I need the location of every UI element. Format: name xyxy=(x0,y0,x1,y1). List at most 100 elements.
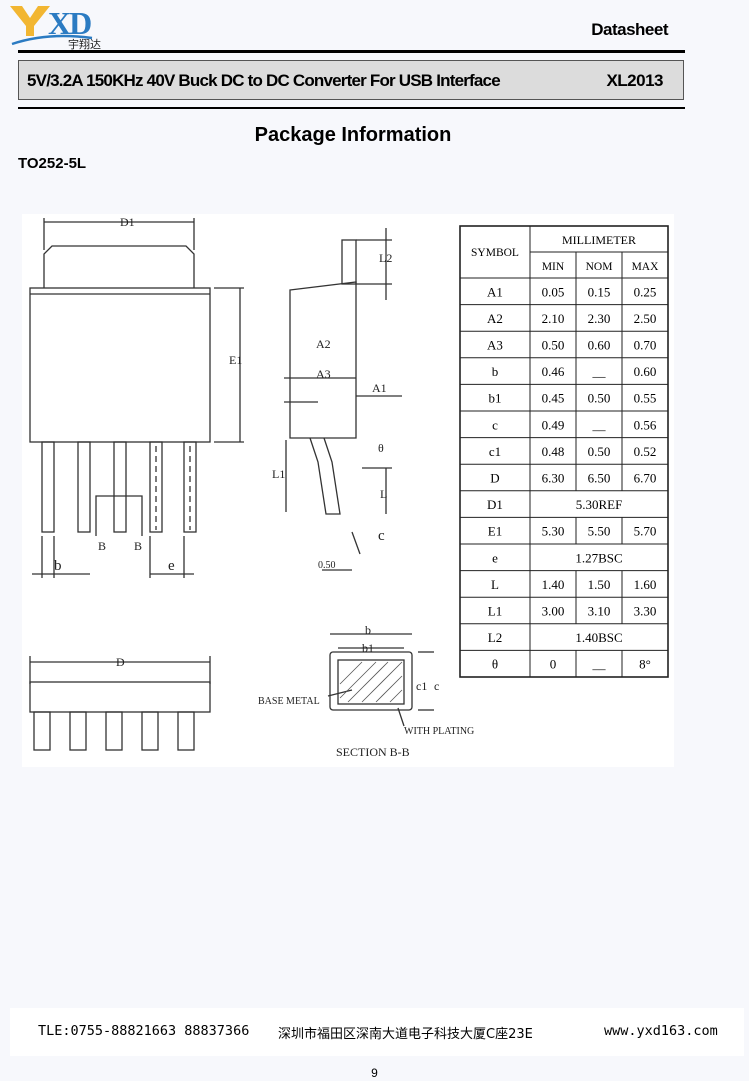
footer-website: www.yxd163.com xyxy=(604,1023,718,1039)
package-drawing: D1 E1 L2 A2 A3 A1 θ L1 L c 0.50 b e B B … xyxy=(22,214,674,767)
footer-phone: TLE:0755-88821663 88837366 xyxy=(38,1023,250,1039)
doc-type-label: Datasheet xyxy=(591,20,668,39)
label-050: 0.50 xyxy=(318,560,336,571)
lead-5 xyxy=(183,441,197,533)
label-d: D xyxy=(116,655,125,669)
footer-bar: TLE:0755-88821663 88837366 深圳市福田区深南大道电子科… xyxy=(10,1008,744,1056)
side-view-tab xyxy=(341,239,357,285)
logo-subtitle: 宇翔达 xyxy=(68,37,101,50)
label-section-c1: c1 xyxy=(416,679,427,693)
label-a2: A2 xyxy=(316,337,331,351)
table-cell-symbol: A2 xyxy=(487,311,503,326)
table-cell-symbol: c xyxy=(492,417,498,432)
package-name: TO252-5L xyxy=(18,155,87,172)
table-cell-nom: 3.10 xyxy=(588,604,611,619)
table-cell-symbol: D xyxy=(490,471,499,486)
table-cell-max: 0.25 xyxy=(634,284,657,299)
top-view-tab xyxy=(43,245,195,288)
table-cell-min: 1.40 xyxy=(542,577,565,592)
table-cell-symbol: A3 xyxy=(487,338,503,353)
header-rule xyxy=(18,50,685,53)
table-cell-symbol: L1 xyxy=(488,604,502,619)
label-section-b-right: B xyxy=(134,539,142,553)
table-cell-min: 6.30 xyxy=(542,471,565,486)
top-view-body xyxy=(29,287,211,443)
table-cell-min: 0.49 xyxy=(542,417,565,432)
label-l2: L2 xyxy=(379,251,392,265)
table-cell-symbol: L2 xyxy=(488,630,502,645)
company-logo: XD 宇翔达 xyxy=(8,2,128,51)
table-cell-nom: __ xyxy=(592,417,607,432)
title-bar: 5V/3.2A 150KHz 40V Buck DC to DC Convert… xyxy=(18,60,684,100)
table-cell-span: 1.40BSC xyxy=(575,630,622,645)
table-cell-symbol: D1 xyxy=(487,497,503,512)
table-cell-symbol: L xyxy=(491,577,499,592)
table-border xyxy=(459,225,669,678)
table-cell-nom: 1.50 xyxy=(588,577,611,592)
table-cell-min: 0.46 xyxy=(542,364,565,379)
table-cell-max: 0.56 xyxy=(634,417,657,432)
table-cell-max: 8° xyxy=(639,657,651,672)
table-cell-nom: 0.60 xyxy=(588,338,611,353)
lead-4 xyxy=(149,441,163,533)
side-view-lead xyxy=(309,437,341,515)
table-cell-max: 1.60 xyxy=(634,577,657,592)
table-cell-max: 2.50 xyxy=(634,311,657,326)
header-bottom-rule xyxy=(18,107,685,109)
label-b: b xyxy=(54,558,62,574)
label-a3: A3 xyxy=(316,367,331,381)
table-cell-symbol: E1 xyxy=(488,524,502,539)
table-cell-min: 0.50 xyxy=(542,338,565,353)
footer-address: 深圳市福田区深南大道电子科技大厦C座23E xyxy=(278,1027,533,1042)
table-unit-header: MILLIMETER xyxy=(562,233,636,247)
table-cell-nom: 0.15 xyxy=(588,284,611,299)
label-e: e xyxy=(168,558,175,574)
package-drawing-svg: D1 E1 L2 A2 A3 A1 θ L1 L c 0.50 b e B B … xyxy=(29,215,669,759)
lead-2 xyxy=(77,441,91,533)
label-section-b: b xyxy=(365,623,371,637)
bottom-view-body xyxy=(29,681,211,713)
side-view-body xyxy=(289,281,357,439)
table-cell-max: 3.30 xyxy=(634,604,657,619)
table-cell-max: 0.55 xyxy=(634,391,657,406)
table-cell-nom: __ xyxy=(592,364,607,379)
table-cell-max: 0.52 xyxy=(634,444,657,459)
logo-swoosh xyxy=(11,34,93,46)
table-cell-min: 3.00 xyxy=(542,604,565,619)
label-theta: θ xyxy=(378,441,384,455)
table-cell-nom: __ xyxy=(592,657,607,672)
table-cell-min: 0 xyxy=(550,657,557,672)
label-c: c xyxy=(378,528,385,544)
table-cell-symbol: b xyxy=(492,364,499,379)
table-cell-nom: 5.50 xyxy=(588,524,611,539)
label-section-title: SECTION B-B xyxy=(336,745,410,759)
label-a1: A1 xyxy=(372,381,387,395)
label-d1: D1 xyxy=(120,215,135,229)
page-number: 9 xyxy=(371,1066,378,1080)
table-cell-min: 5.30 xyxy=(542,524,565,539)
label-l: L xyxy=(380,487,387,501)
table-cell-min: 0.48 xyxy=(542,444,565,459)
table-cell-min: 2.10 xyxy=(542,311,565,326)
table-cell-nom: 0.50 xyxy=(588,444,611,459)
table-cell-span: 1.27BSC xyxy=(575,550,622,565)
label-section-c: c xyxy=(434,679,439,693)
table-cell-symbol: c1 xyxy=(489,444,501,459)
table-cell-symbol: A1 xyxy=(487,284,503,299)
section-outer xyxy=(329,651,413,711)
table-cell-nom: 6.50 xyxy=(588,471,611,486)
lead-1 xyxy=(41,441,55,533)
label-section-b1: b1 xyxy=(362,641,374,655)
label-e1: E1 xyxy=(229,353,242,367)
table-cell-nom: 0.50 xyxy=(588,391,611,406)
table-cell-max: 6.70 xyxy=(634,471,657,486)
part-number: XL2013 xyxy=(606,71,663,90)
label-l1: L1 xyxy=(272,467,285,481)
table-cell-max: 0.70 xyxy=(634,338,657,353)
table-cell-nom: 2.30 xyxy=(588,311,611,326)
section-inner xyxy=(337,659,405,705)
document-title: 5V/3.2A 150KHz 40V Buck DC to DC Convert… xyxy=(27,71,501,90)
label-base-metal: BASE METAL xyxy=(258,696,320,707)
logo-y-shape xyxy=(10,6,50,36)
label-with-plating: WITH PLATING xyxy=(404,726,474,737)
